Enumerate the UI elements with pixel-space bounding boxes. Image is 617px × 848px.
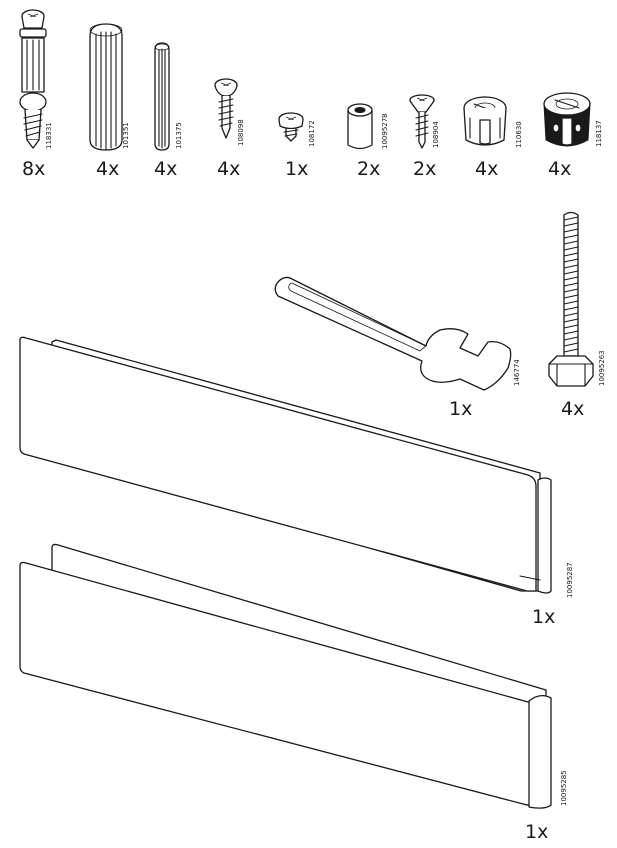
panel-upper-icon — [19, 336, 552, 594]
article-number-dowel-large: 101351 — [122, 122, 130, 149]
article-number-wood-screw: 108098 — [237, 119, 245, 146]
article-number-hex-bolt: 10095263 — [598, 350, 606, 386]
article-number-cam-bolt: 118331 — [45, 122, 53, 149]
article-number-spacer: 10095278 — [381, 113, 389, 149]
countersunk-screw-icon — [409, 94, 435, 149]
article-number-cam-lock-dark: 118137 — [595, 120, 603, 147]
hex-bolt-icon — [548, 211, 594, 387]
spacer-icon — [347, 103, 373, 150]
quantity-wood-screw: 4x — [217, 158, 241, 180]
article-number-pan-screw: 108172 — [308, 120, 316, 147]
quantity-panel-lower: 1x — [525, 821, 549, 843]
article-number-panel-lower: 10095285 — [560, 770, 568, 806]
wrench-icon — [274, 276, 512, 391]
dowel-large-icon — [89, 23, 123, 151]
quantity-dowel-large: 4x — [96, 158, 120, 180]
cam-bolt-icon — [19, 9, 47, 149]
quantity-hex-bolt: 4x — [561, 398, 585, 420]
quantity-panel-upper: 1x — [532, 606, 556, 628]
quantity-pan-screw: 1x — [285, 158, 309, 180]
quantity-spacer: 2x — [357, 158, 381, 180]
cam-lock-dark-icon — [543, 92, 591, 147]
wood-screw-icon — [214, 78, 238, 139]
quantity-wrench: 1x — [449, 398, 473, 420]
article-number-wrench: 146774 — [513, 359, 521, 386]
article-number-dowel-small: 101375 — [175, 122, 183, 149]
article-number-countersunk-screw: 108904 — [432, 121, 440, 148]
quantity-cam-lock-light: 4x — [475, 158, 499, 180]
pan-screw-icon — [278, 112, 304, 142]
quantity-cam-bolt: 8x — [22, 158, 46, 180]
panel-lower-icon — [19, 543, 552, 809]
article-number-cam-lock-light: 110630 — [515, 121, 523, 148]
dowel-small-icon — [154, 42, 170, 151]
quantity-countersunk-screw: 2x — [413, 158, 437, 180]
article-number-panel-upper: 10095287 — [566, 562, 574, 598]
quantity-cam-lock-dark: 4x — [548, 158, 572, 180]
quantity-dowel-small: 4x — [154, 158, 178, 180]
cam-lock-light-icon — [463, 96, 507, 146]
